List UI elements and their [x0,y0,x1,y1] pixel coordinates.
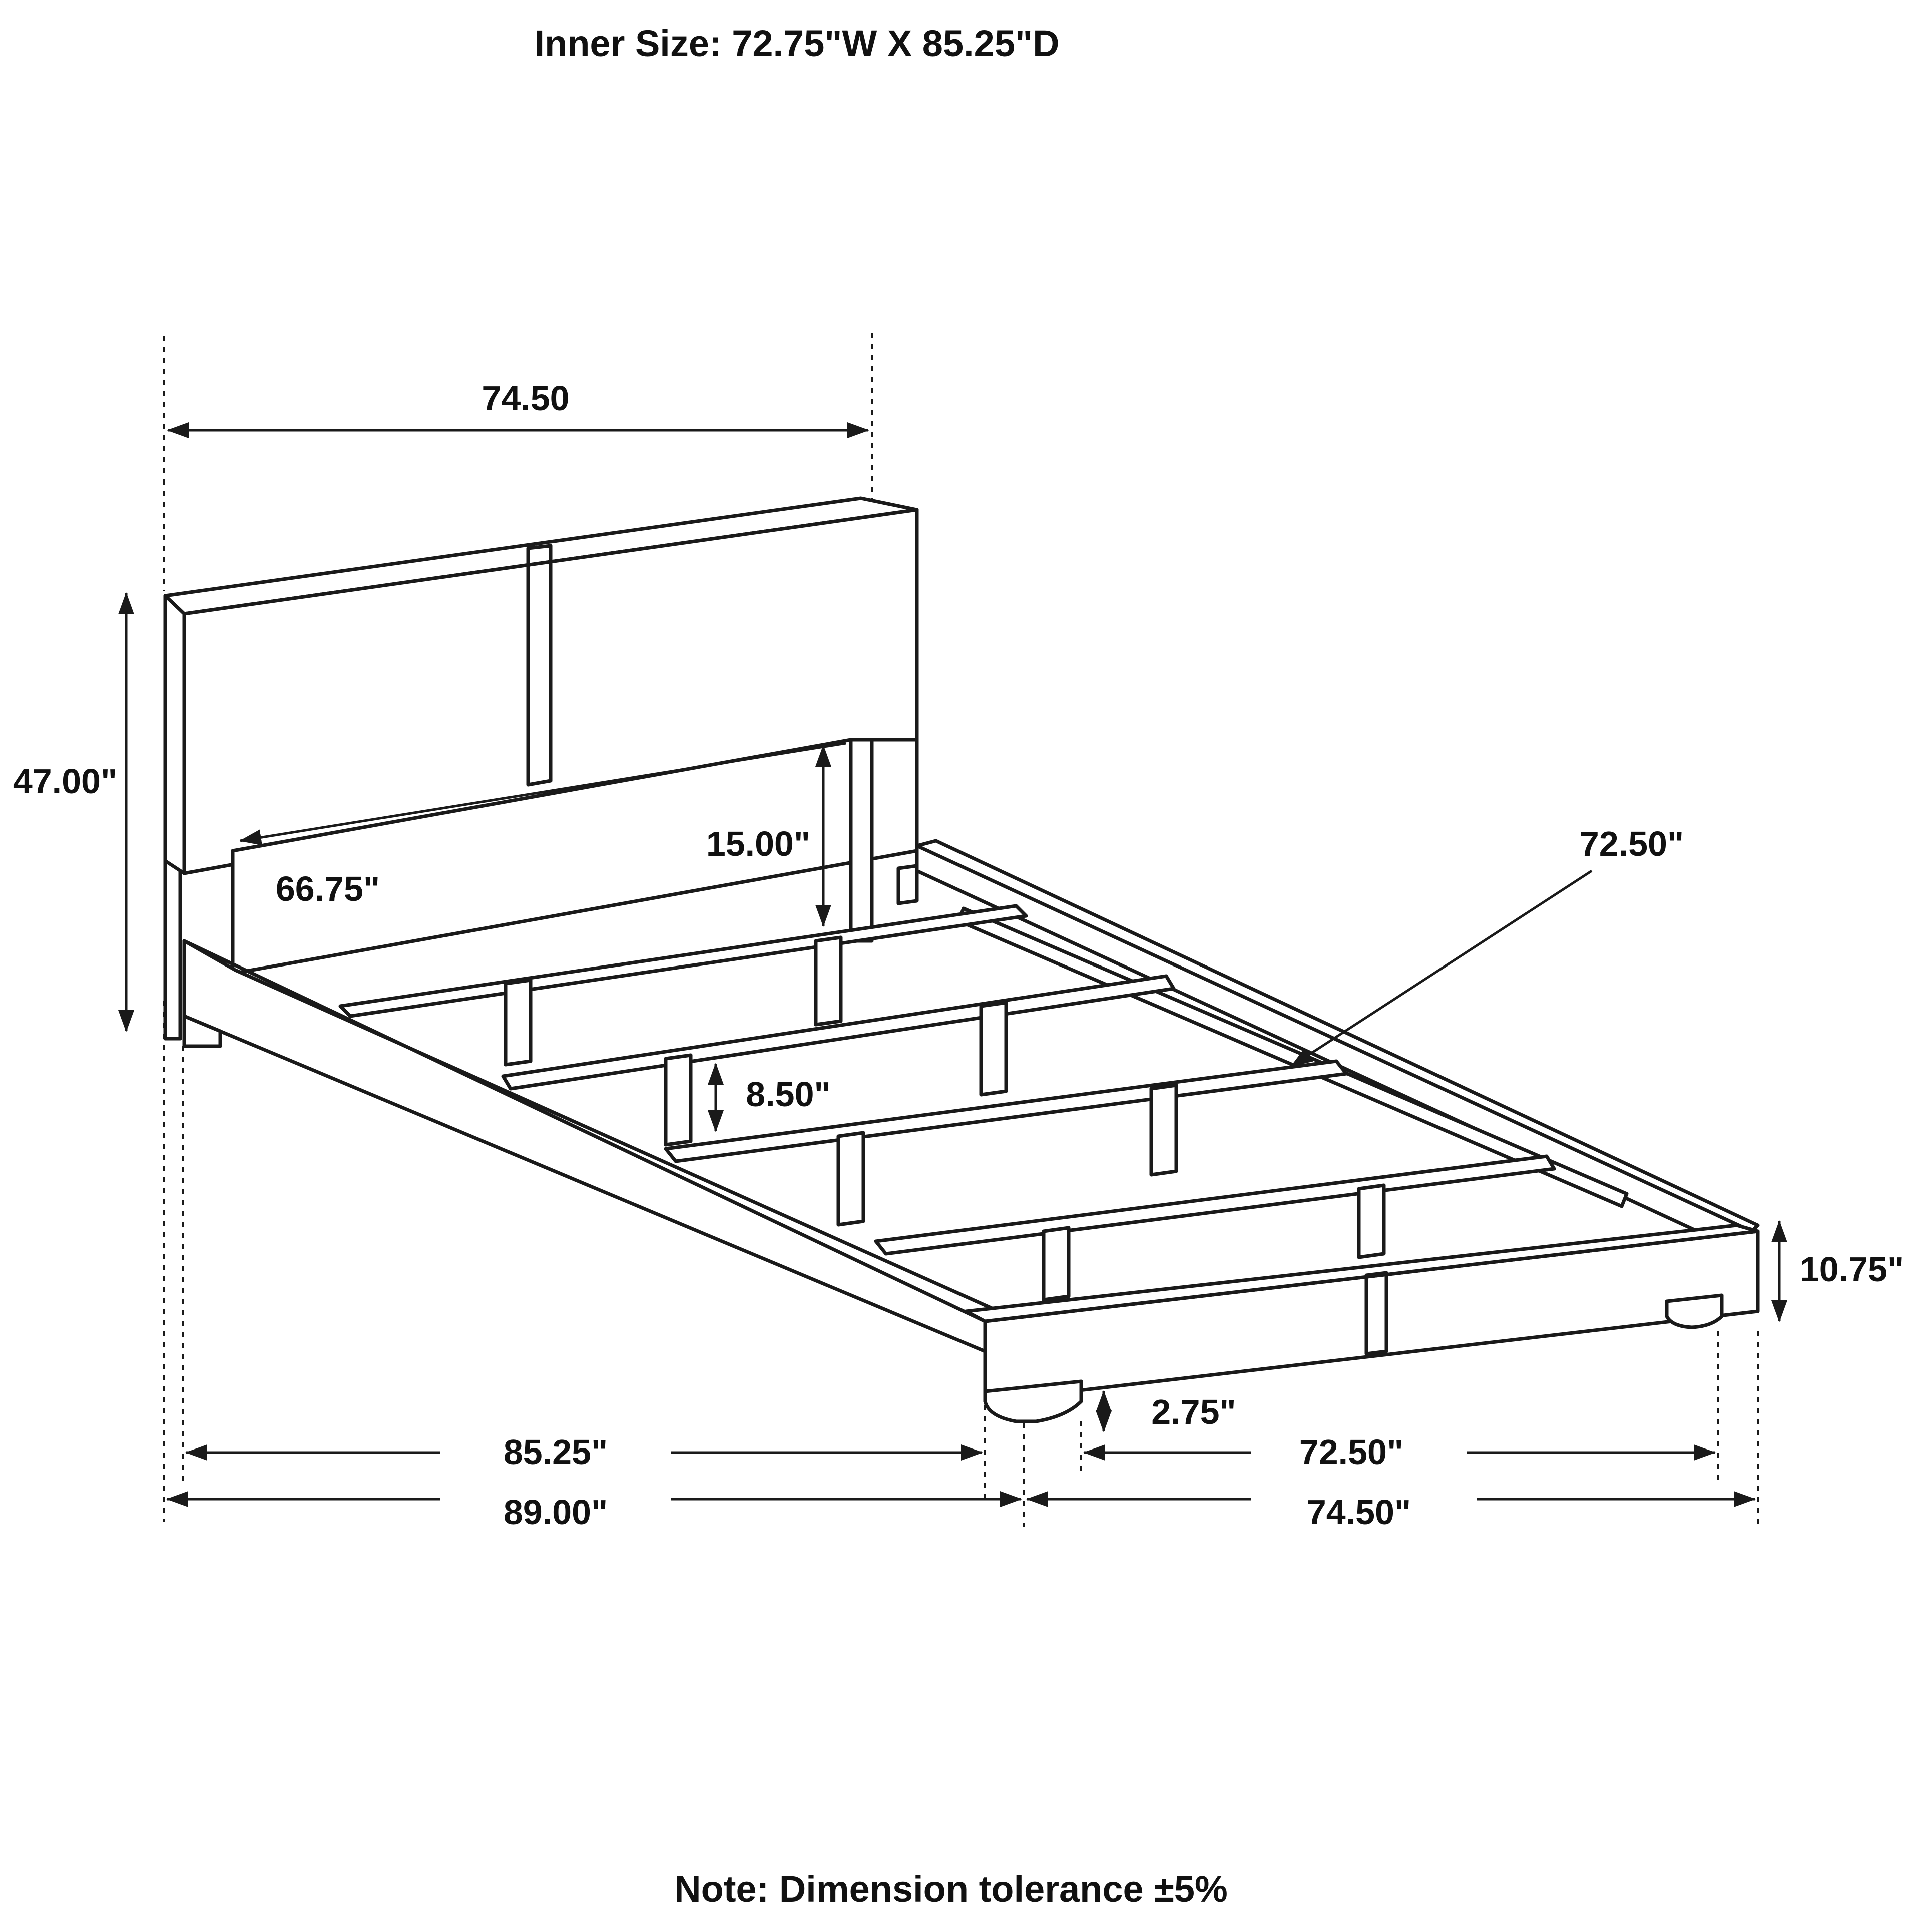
inner-size-label: Inner Size: 72.75"W X 85.25"D [534,23,1059,64]
bed-frame [163,496,1760,1423]
dimension-labels: 74.50 47.00" 66.75" 15.00" 72.50" 8.50" … [13,379,1904,1532]
front-foot-right [1665,1293,1724,1329]
dim-headboard-inner-width: 66.75" [276,869,380,908]
tolerance-note: Note: Dimension tolerance ±5% [674,1868,1228,1910]
dim-overall-length: 89.00" [504,1493,608,1532]
head-foot [182,1014,222,1048]
dim-leg-height: 8.50" [746,1075,830,1114]
support-legs [504,935,1386,1302]
dim-inner-width: 72.50" [1299,1432,1403,1472]
dim-overall-height: 47.00" [13,762,117,801]
headboard-seam [526,544,553,787]
footboard-top [964,1223,1760,1323]
dimension-lines [118,422,1787,1507]
dim-rail-length: 72.50" [1580,824,1684,863]
footboard-seam [1364,1271,1388,1356]
dim-foot-height: 2.75" [1151,1392,1236,1431]
dim-footboard-height: 10.75" [1800,1250,1904,1289]
dim-headboard-panel-height: 15.00" [706,824,810,863]
dim-headboard-width: 74.50 [482,379,569,418]
rail-bracket [896,864,919,905]
dim-inner-length: 85.25" [504,1432,608,1472]
headboard-right-post [849,738,874,943]
dim-overall-width: 74.50" [1307,1493,1411,1532]
front-foot-left [983,1379,1083,1423]
headboard-end [163,594,186,875]
